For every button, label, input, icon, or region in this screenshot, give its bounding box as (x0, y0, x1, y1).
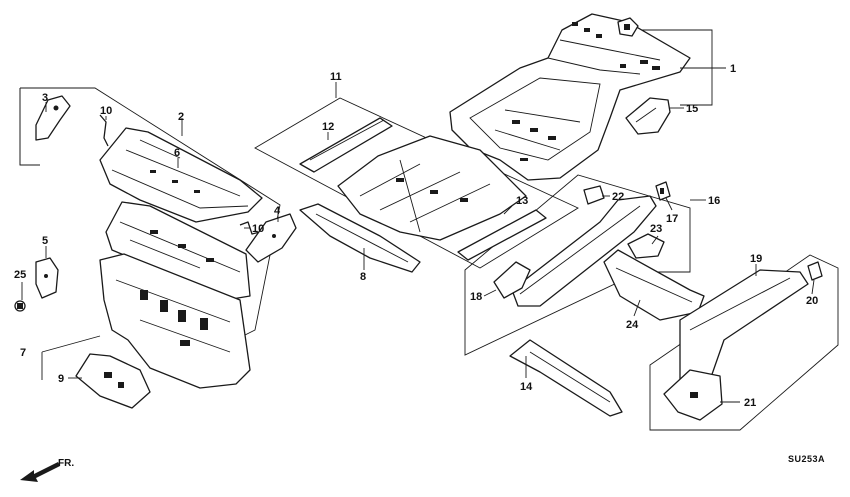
bracket-group-1-15 (630, 29, 713, 106)
callout-4: 4 (274, 205, 281, 217)
side-sill-part-16 (511, 195, 657, 307)
member-part-13 (457, 209, 547, 261)
callout-21: 21 (744, 397, 756, 409)
leader-23 (651, 235, 659, 245)
bracket-part-18 (493, 261, 531, 299)
callout-25: 25 (14, 269, 26, 281)
callout-13: 13 (516, 195, 528, 207)
callout-23: 23 (650, 223, 662, 235)
front-floor-part (337, 135, 527, 241)
callout-16: 16 (708, 195, 720, 207)
callout-2: 2 (178, 111, 184, 123)
leader-24 (633, 299, 641, 317)
clip-part-20 (807, 261, 823, 281)
leader-13 (503, 205, 513, 215)
frame-part-14 (509, 339, 623, 417)
dashboard-lower-part (99, 253, 251, 389)
callout-6: 6 (174, 147, 180, 159)
callout-22: 22 (612, 191, 624, 203)
callout-9: 9 (58, 373, 64, 385)
diagram-code: SU253A (788, 454, 825, 464)
group-outline-side-sill (464, 174, 691, 356)
callout-20: 20 (806, 295, 818, 307)
leader-20 (811, 279, 815, 295)
clip-part-top (617, 17, 639, 37)
callout-1: 1 (730, 63, 736, 75)
front-label: FR. (58, 458, 74, 469)
group-outline-left (19, 87, 281, 336)
tunnel-member-part-8 (299, 203, 421, 273)
callout-11: 11 (330, 71, 342, 83)
callout-14: 14 (520, 381, 533, 393)
wire-part-10a (99, 114, 109, 147)
callout-3: 3 (42, 92, 48, 104)
clip-part-17 (655, 181, 671, 201)
bracket-part-15 (625, 97, 671, 135)
leader-18 (483, 289, 497, 297)
callout-24: 24 (626, 319, 639, 331)
callout-18: 18 (470, 291, 482, 303)
callout-17: 17 (666, 213, 678, 225)
bracket-part-4 (245, 213, 297, 263)
bolt-part-25 (14, 300, 26, 312)
clip-part-22 (583, 185, 605, 205)
callout-15: 15 (686, 103, 698, 115)
bracket-part-3 (35, 95, 71, 141)
leader-17 (665, 197, 673, 211)
callout-7: 7 (20, 347, 26, 359)
rear-floor-part (449, 13, 691, 181)
callout-12: 12 (322, 121, 334, 133)
callout-19: 19 (750, 253, 762, 265)
bracket-part-23 (627, 233, 665, 259)
bracket-part-5 (35, 257, 59, 299)
callout-10b: 10 (252, 223, 264, 235)
bracket-part-21 (663, 369, 723, 421)
member-part-24 (603, 249, 705, 321)
callout-5: 5 (42, 235, 48, 247)
cross-member-part-12 (299, 117, 393, 173)
callout-10a: 10 (100, 105, 112, 117)
cowl-top-part (99, 127, 263, 223)
callout-8: 8 (360, 271, 366, 283)
front-direction-indicator: FR. (20, 458, 74, 482)
group-outline-rear-frame (649, 254, 839, 431)
bracket-part-9 (75, 353, 151, 409)
front-arrow-icon (20, 462, 60, 482)
leader-7 (41, 335, 101, 380)
